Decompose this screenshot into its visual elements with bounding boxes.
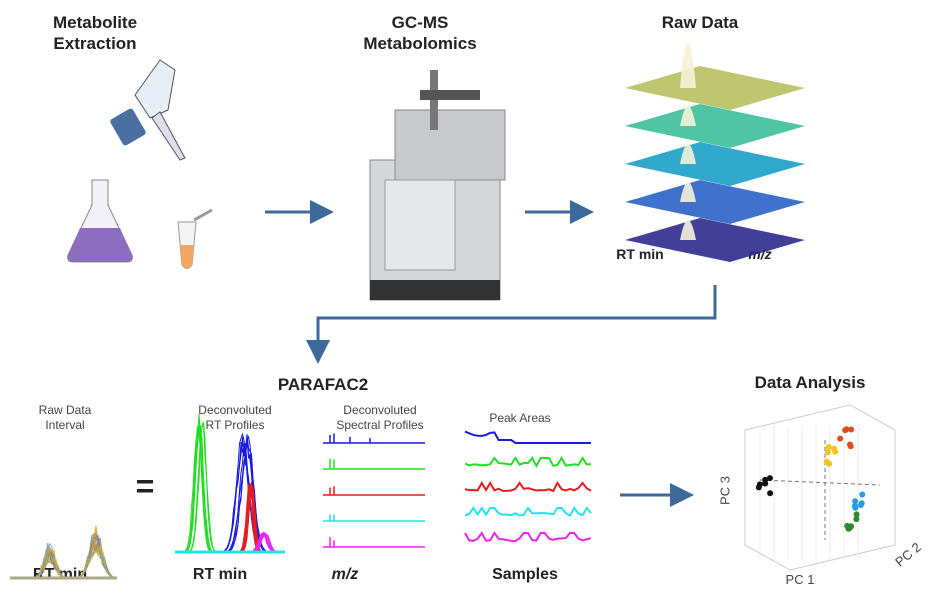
raw-data-peak <box>680 182 696 202</box>
pca-point <box>755 484 762 491</box>
raw-data-plane <box>625 142 805 186</box>
rt-profiles-line1: Deconvoluted <box>198 403 272 417</box>
pca-point <box>766 475 773 482</box>
rt-axis-label: RT min <box>192 566 248 583</box>
gcms-title: GC-MS Metabolomics <box>350 12 490 54</box>
raw-interval-trace <box>12 544 118 579</box>
pca-point <box>853 516 860 523</box>
peak-areas-plot <box>464 430 592 543</box>
spectral-profiles-plot <box>323 433 425 548</box>
extraction-title-line1: Metabolite <box>52 13 138 32</box>
raw-data-peak <box>680 144 696 164</box>
mz-axis-label: m/z <box>331 566 359 583</box>
spectral-profiles-label: Deconvoluted Spectral Profiles <box>315 403 445 433</box>
spectral-profiles-line2: Spectral Profiles <box>336 418 424 432</box>
raw-data-planes <box>625 43 805 262</box>
pca-point <box>853 511 860 518</box>
peak-area-trace <box>464 456 592 469</box>
raw-data-peak <box>680 106 696 126</box>
pca-point <box>852 502 859 509</box>
raw-data-plane <box>625 218 805 262</box>
pca-point <box>848 426 855 433</box>
pca-point <box>826 460 833 467</box>
pca-point <box>859 491 866 498</box>
data-analysis-title: Data Analysis <box>754 373 866 392</box>
equals-sign: = <box>135 468 155 504</box>
raw-data-peak <box>680 43 696 88</box>
pca-axis-line <box>759 479 881 486</box>
raw-data-interval-plot <box>10 525 118 580</box>
pca-point <box>845 525 852 532</box>
gcms-instrument-icon <box>369 70 506 301</box>
raw-data-title: Raw Data <box>661 13 739 32</box>
extraction-title-line2: Extraction <box>53 34 137 53</box>
pca-point <box>852 498 859 505</box>
parafac-title: PARAFAC2 <box>277 375 369 394</box>
flask-icon <box>67 179 133 263</box>
pca-3d-plot <box>744 404 896 571</box>
peak-areas-label: Peak Areas <box>489 411 551 425</box>
tube-icon <box>177 208 213 269</box>
pca-point <box>767 490 774 497</box>
pca-point <box>825 444 832 451</box>
arrow-raw-to-parafac <box>306 285 717 364</box>
rt-profiles-plot <box>175 413 285 554</box>
pc1-label: PC 1 <box>785 572 815 587</box>
raw-interval-line1: Raw Data <box>38 403 92 417</box>
pca-point <box>842 427 849 434</box>
gcms-title-line2: Metabolomics <box>363 34 477 53</box>
pca-point <box>824 449 831 456</box>
raw-data-plane <box>625 180 805 224</box>
extraction-title: Metabolite Extraction <box>40 12 150 54</box>
pca-point <box>857 502 864 509</box>
gcms-title-line1: GC-MS <box>391 13 449 32</box>
pca-point <box>832 448 839 455</box>
raw-data-peak <box>680 220 696 240</box>
peak-area-trace <box>464 430 591 444</box>
peak-area-trace <box>464 481 592 493</box>
spectral-profiles-line1: Deconvoluted <box>343 403 417 417</box>
peak-area-trace <box>464 506 592 518</box>
rt-profiles-label: Deconvoluted RT Profiles <box>185 403 285 433</box>
samples-axis-label: Samples <box>492 566 558 583</box>
raw-data-plane <box>625 66 805 110</box>
raw-data-plane <box>625 104 805 148</box>
pca-point <box>762 476 769 483</box>
raw-interval-label: Raw Data Interval <box>25 403 105 433</box>
peak-area-trace <box>464 531 592 543</box>
raw-interval-line2: Interval <box>45 418 85 432</box>
pca-point <box>837 435 844 442</box>
pipette-icon <box>110 59 186 161</box>
pca-box <box>744 404 896 571</box>
pca-point <box>847 443 854 450</box>
rt-profiles-line2: RT Profiles <box>205 418 265 432</box>
raw-rt-label: RT min <box>616 246 664 262</box>
